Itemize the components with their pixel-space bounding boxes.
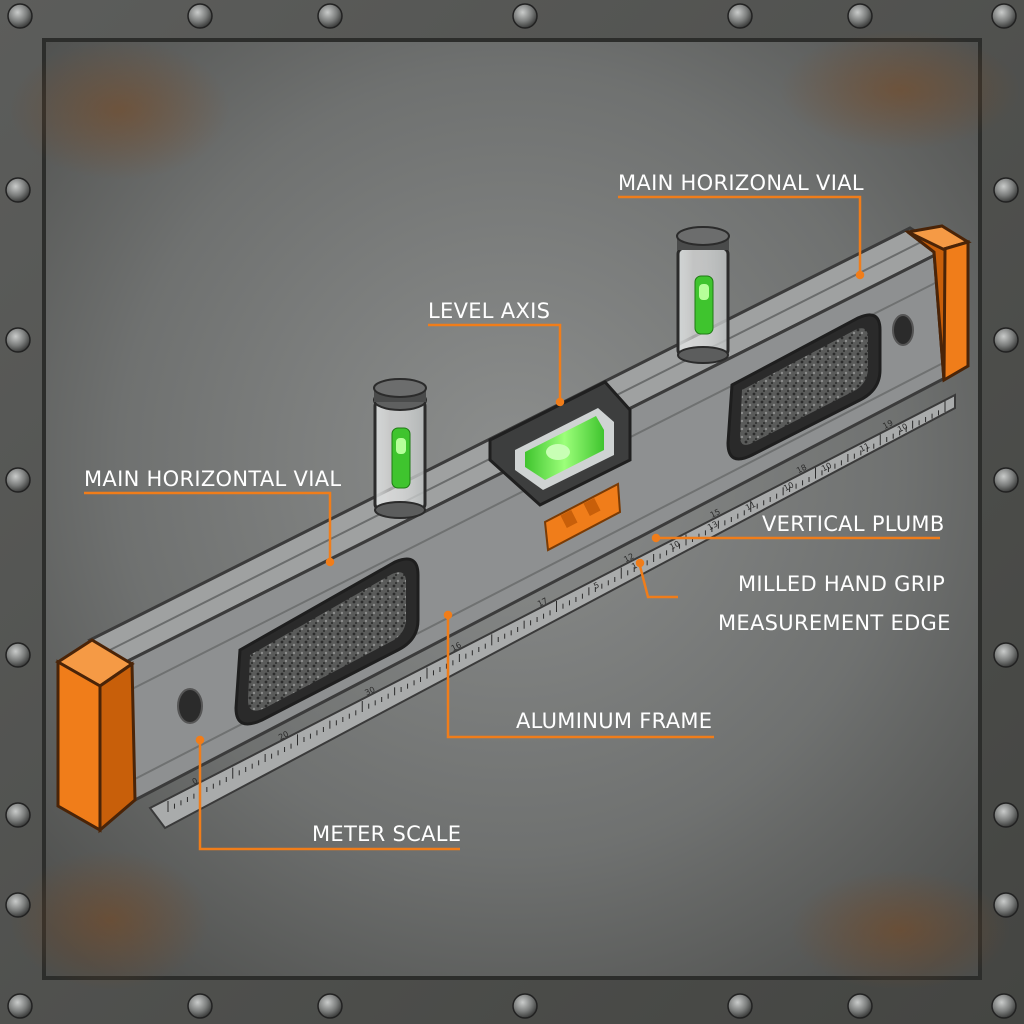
rivet-icon	[993, 467, 1019, 493]
ruler-number: 15	[709, 507, 722, 520]
rivet-icon	[187, 3, 213, 29]
ruler-number: 11	[744, 500, 757, 513]
ruler-number: 30	[363, 685, 376, 698]
label-vertical-plumb: VERTICAL PLUMB	[762, 512, 945, 536]
rivet-icon	[991, 993, 1017, 1019]
rivet-icon	[991, 3, 1017, 29]
ruler-number: 13	[706, 519, 719, 532]
bubble-vial-icon	[373, 378, 427, 519]
rivet-icon	[5, 892, 31, 918]
rust-stain	[10, 850, 210, 990]
rivet-icon	[512, 993, 538, 1019]
ruler-number: 17	[536, 596, 549, 609]
ruler-number: 12	[622, 552, 635, 565]
label-level-axis: LEVEL AXIS	[428, 299, 550, 323]
spirit-level: 0203016171215181951010131110101110	[55, 224, 972, 834]
rivet-icon	[512, 3, 538, 29]
ruler-number: 10	[896, 422, 909, 435]
rivet-icon	[5, 802, 31, 828]
ruler-number: 16	[450, 640, 463, 653]
rivet-icon	[5, 327, 31, 353]
plumb-window	[543, 482, 622, 552]
rust-stain	[780, 30, 1020, 150]
callout-lines	[84, 195, 940, 851]
rivet-icon	[847, 993, 873, 1019]
rivet-icon	[5, 642, 31, 668]
rivet-icon	[7, 993, 33, 1019]
rivet-icon	[317, 993, 343, 1019]
rivet-group	[5, 3, 1019, 1019]
label-main-horizontal-vial-left: MAIN HORIZONTAL VIAL	[84, 467, 341, 491]
end-cap-right	[904, 224, 972, 383]
grip-cutout-icon	[726, 313, 882, 461]
center-vial-housing	[488, 380, 632, 507]
rivet-icon	[187, 993, 213, 1019]
label-aluminum-frame: ALUMINUM FRAME	[516, 709, 712, 733]
end-cap-left	[55, 638, 137, 834]
ruler-number: 10	[782, 480, 795, 493]
rust-stain	[10, 40, 230, 180]
rust-stain	[790, 870, 1010, 990]
rivet-icon	[727, 993, 753, 1019]
ruler-number: 19	[881, 418, 894, 431]
rivet-icon	[847, 3, 873, 29]
meter-scale-ticks: 0203016171215181951010131110101110	[167, 401, 946, 812]
grip-cutout-icon	[234, 557, 420, 726]
ruler-number: 11	[858, 441, 871, 454]
rivet-icon	[993, 177, 1019, 203]
ruler-number: 10	[820, 461, 833, 474]
ruler-number: 20	[277, 729, 290, 742]
label-meter-scale: METER SCALE	[312, 822, 461, 846]
measurement-edge-strip	[148, 393, 956, 830]
rivet-icon	[5, 177, 31, 203]
ruler-number: 18	[795, 463, 808, 476]
rivet-icon	[5, 467, 31, 493]
hang-hole-icon	[177, 688, 203, 724]
rivet-icon	[993, 642, 1019, 668]
ruler-number: 5	[592, 580, 601, 590]
rivet-icon	[993, 892, 1019, 918]
label-milled-hand-grip: MILLED HAND GRIP	[738, 572, 945, 596]
label-main-horizontal-vial-top: MAIN HORIZONAL VIAL	[618, 171, 864, 195]
bubble-vial-icon	[676, 226, 730, 364]
rivet-icon	[993, 802, 1019, 828]
rivet-icon	[7, 3, 33, 29]
rivet-icon	[317, 3, 343, 29]
rivet-icon	[993, 327, 1019, 353]
rivet-icon	[727, 3, 753, 29]
label-measurement-edge: MEASUREMENT EDGE	[718, 611, 951, 635]
ruler-number: 10	[668, 539, 681, 552]
ruler-number: 0	[191, 776, 200, 786]
hang-hole-icon	[892, 314, 914, 346]
